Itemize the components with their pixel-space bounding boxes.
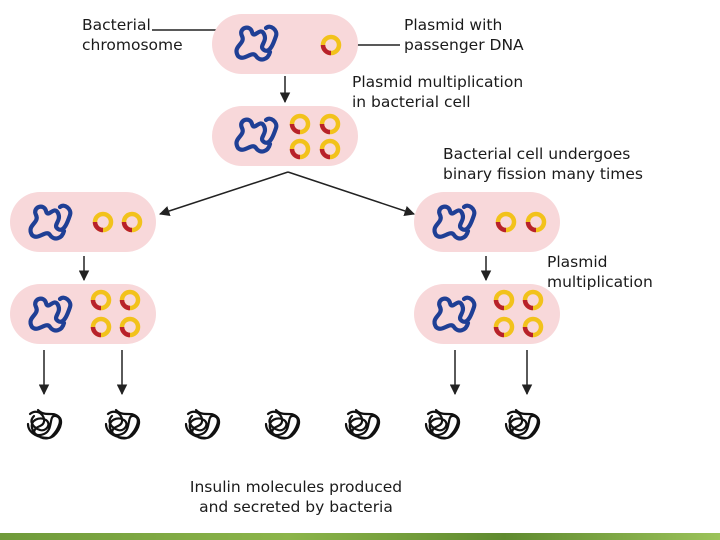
insulin-molecules-row <box>26 408 541 440</box>
insulin-molecule-icon <box>264 408 301 440</box>
insulin-molecule-icon <box>26 408 63 440</box>
insulin-molecule-icon <box>104 408 141 440</box>
insulin-molecule-icon <box>344 408 381 440</box>
label-plasmid-with-passenger-dna: Plasmid with passenger DNA <box>404 16 524 54</box>
label-plasmid-multiplication: Plasmid multiplication <box>547 253 653 291</box>
bottom-accent-bar <box>0 533 720 540</box>
label-insulin-molecules: Insulin molecules produced and secreted … <box>189 478 403 516</box>
bacterial-cell-left-upper <box>10 192 156 252</box>
arrow-split-right <box>287 171 415 216</box>
insulin-molecule-icon <box>424 408 461 440</box>
bacterial-cell-top <box>212 14 358 74</box>
bacterial-cell-right-upper <box>414 192 560 252</box>
arrow-split-left <box>159 171 289 217</box>
bacterial-cell-second <box>212 106 358 166</box>
insulin-molecule-icon <box>504 408 541 440</box>
bacterial-cell-right-lower <box>414 284 560 344</box>
bacterial-cell-left-lower <box>10 284 156 344</box>
label-bacterial-chromosome: Bacterial chromosome <box>82 16 183 54</box>
label-binary-fission: Bacterial cell undergoes binary fission … <box>443 145 644 183</box>
label-plasmid-multiplication-in-cell: Plasmid multiplication in bacterial cell <box>352 73 524 111</box>
insulin-molecule-icon <box>184 408 221 440</box>
